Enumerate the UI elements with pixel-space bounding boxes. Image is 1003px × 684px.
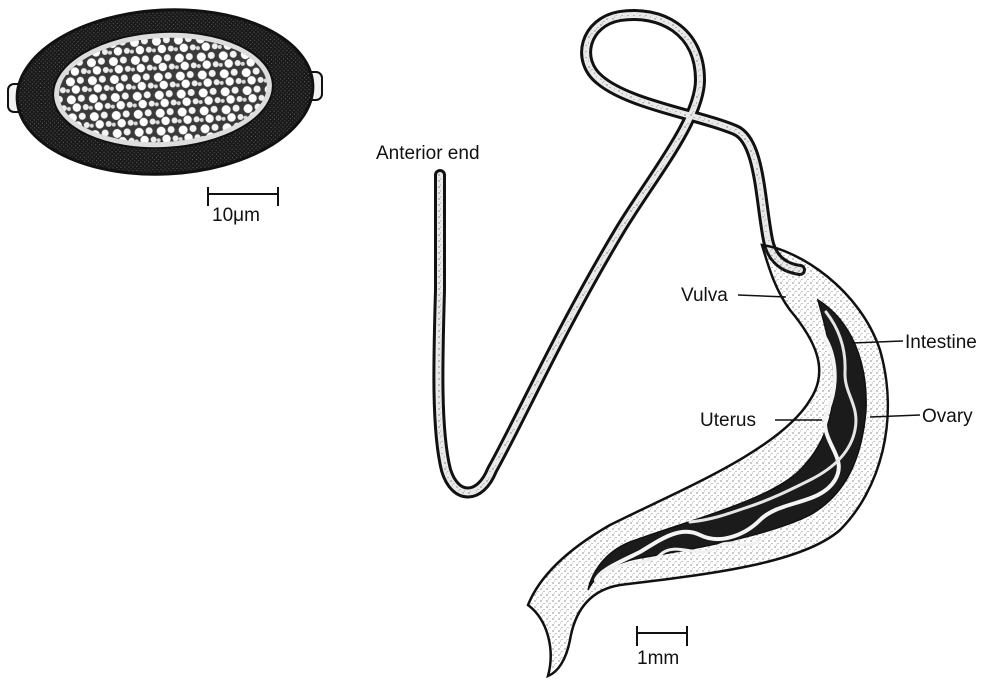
worm-scale-bar: 1mm (637, 626, 687, 669)
label-intestine: Intestine (905, 332, 977, 353)
leader-vulva (738, 295, 786, 297)
egg-scale-bar: 10μm (208, 187, 278, 226)
worm-scale-label: 1mm (637, 648, 679, 669)
label-anterior-end: Anterior end (376, 143, 480, 164)
label-uterus: Uterus (700, 410, 756, 431)
worm-illustration (438, 15, 887, 676)
label-vulva: Vulva (681, 285, 728, 306)
egg-illustration (8, 2, 322, 181)
egg-scale-label: 10μm (212, 205, 260, 226)
label-ovary: Ovary (922, 406, 973, 427)
